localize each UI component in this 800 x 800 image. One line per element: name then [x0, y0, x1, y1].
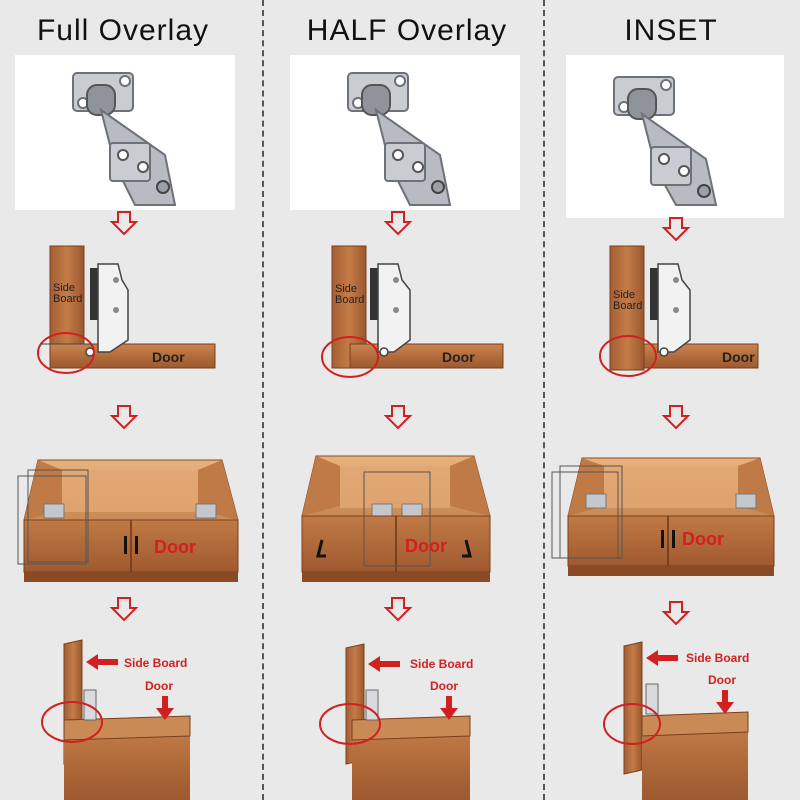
down-arrow-icon — [383, 405, 413, 430]
highlight-circle — [599, 335, 657, 377]
cabinet-inset — [551, 457, 775, 576]
hinge-photo — [15, 55, 235, 210]
corner-door-label: Door — [708, 673, 736, 687]
column-title: HALF Overlay — [306, 14, 508, 47]
corner-side-board-label: Side Board — [124, 656, 187, 670]
hinge-photo — [566, 55, 784, 218]
highlight-circle — [41, 701, 103, 743]
down-arrow-icon — [440, 696, 458, 720]
hinge-icon — [72, 72, 177, 206]
cabinet-door-label: Door — [405, 536, 447, 556]
column-divider-2 — [543, 0, 545, 800]
door-label: Door — [722, 349, 755, 365]
down-arrow-icon — [383, 597, 413, 622]
corner-door-label: Door — [430, 679, 458, 693]
column-title: INSET — [624, 14, 718, 47]
column-divider-1 — [262, 0, 264, 800]
highlight-circle — [603, 703, 661, 745]
side-board-label: Board — [53, 293, 82, 305]
corner-detail-full-overlay — [41, 639, 191, 800]
corner-detail-half-overlay — [319, 643, 471, 800]
down-arrow-icon — [109, 211, 139, 236]
left-arrow-icon — [646, 650, 678, 666]
column-half-overlay: HALF Overlay — [270, 0, 536, 800]
hinge-photo — [290, 55, 520, 210]
column-inset: INSET — [548, 0, 800, 800]
side-board-label: Board — [613, 300, 642, 312]
down-arrow-icon — [661, 405, 691, 430]
cabinet-door-label: Door — [682, 529, 724, 549]
down-arrow-icon — [661, 217, 691, 242]
down-arrow-icon — [109, 405, 139, 430]
section-diagram-half-overlay — [321, 245, 504, 378]
highlight-circle — [37, 332, 95, 374]
door-label: Door — [442, 349, 475, 365]
cabinet-full-overlay — [17, 459, 239, 582]
side-board-label: Side — [53, 282, 75, 294]
column-full-overlay: Full Overlay — [0, 0, 266, 800]
side-board-label: Board — [335, 294, 364, 306]
down-arrow-icon — [716, 690, 734, 714]
corner-detail-inset — [603, 641, 749, 800]
cabinet-door-label: Door — [154, 537, 196, 557]
left-arrow-icon — [368, 656, 400, 672]
highlight-circle — [321, 336, 379, 378]
section-diagram-full-overlay — [37, 245, 216, 374]
side-board-label: Side — [335, 283, 357, 295]
corner-door-label: Door — [145, 679, 173, 693]
cabinet-half-overlay — [301, 455, 491, 582]
section-diagram-inset — [599, 245, 759, 377]
down-arrow-icon — [661, 601, 691, 626]
corner-side-board-label: Side Board — [410, 657, 473, 671]
hinge-icon — [613, 76, 718, 206]
side-board-label: Side — [613, 289, 635, 301]
down-arrow-icon — [156, 696, 174, 720]
left-arrow-icon — [86, 654, 118, 670]
corner-side-board-label: Side Board — [686, 651, 749, 665]
column-title: Full Overlay — [36, 14, 210, 47]
down-arrow-icon — [383, 211, 413, 236]
highlight-circle — [319, 703, 381, 745]
hinge-icon — [347, 72, 452, 206]
down-arrow-icon — [109, 597, 139, 622]
door-label: Door — [152, 349, 185, 365]
